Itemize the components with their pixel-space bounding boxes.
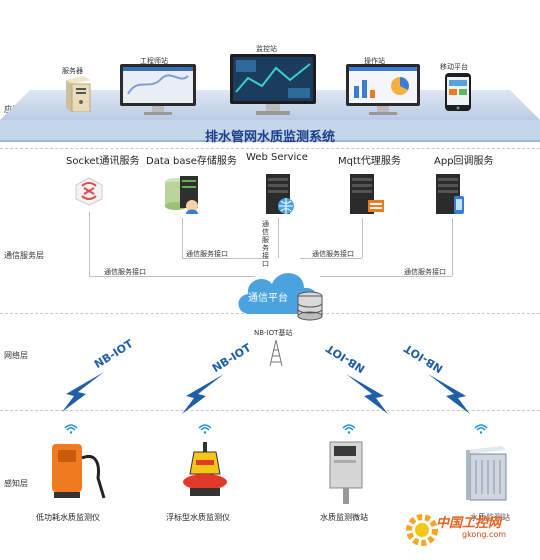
lightning-link-icon <box>62 372 104 412</box>
nb-link-label-3: NB-IOT <box>323 341 368 376</box>
layer-label-perception: 感知层 <box>4 479 28 488</box>
low-power-monitor-label: 低功耗水质监测仪 <box>36 513 100 522</box>
watermark-brand: 中国工控网 <box>436 516 502 531</box>
web-server-icon <box>266 174 294 214</box>
nb-link-label-4: NB-IOT <box>401 341 446 376</box>
cloud-icon <box>238 273 323 321</box>
mobile-phone-icon <box>445 73 471 111</box>
mobile-platform-label: 移动平台 <box>440 63 468 71</box>
interface-label-left-outer: 通信服务接口 <box>104 268 146 276</box>
wifi-icon <box>64 424 78 434</box>
communication-platform-label: 通信平台 <box>248 293 288 304</box>
service-web-label: Web Service <box>246 152 308 163</box>
buoy-monitor-icon <box>183 442 227 496</box>
operator-monitor-icon <box>346 64 420 115</box>
watermark-url: gkong.com <box>462 530 507 539</box>
interface-label-right-inner: 通信服务接口 <box>312 250 354 258</box>
socket-icon <box>75 177 103 206</box>
wifi-icon <box>198 424 212 434</box>
nb-link-label-1: NB-IOT <box>92 337 136 372</box>
nb-link-label-2: NB-IOT <box>210 341 254 376</box>
lightning-link-icon <box>428 374 470 414</box>
low-power-monitor-icon <box>52 444 106 499</box>
monitor-station-label: 监控站 <box>256 45 277 53</box>
database-server-icon <box>165 176 198 214</box>
lightning-link-icon <box>346 374 388 414</box>
connector-line <box>89 212 90 276</box>
base-station-label: NB-IOT基站 <box>254 329 293 337</box>
engineer-monitor-icon <box>120 64 196 115</box>
connector-line <box>278 218 279 258</box>
monitor-station-icon <box>230 54 316 115</box>
micro-station-cabinet-icon <box>329 441 363 504</box>
buoy-monitor-label: 浮标型水质监测仪 <box>166 513 230 522</box>
server-icon <box>66 76 91 112</box>
antenna-tower-icon <box>269 339 283 367</box>
service-socket-label: Socket通讯服务 <box>66 156 140 167</box>
connector-line <box>320 276 452 277</box>
layer-divider <box>0 148 540 149</box>
interface-label-left-inner: 通信服务接口 <box>186 250 228 258</box>
service-mqtt-label: Mqtt代理服务 <box>338 156 401 167</box>
connector-line <box>182 218 183 258</box>
connector-line <box>182 258 262 259</box>
micro-station-label: 水质监测微站 <box>320 513 368 522</box>
system-title: 排水管网水质监测系统 <box>204 130 335 145</box>
service-database-label: Data base存储服务 <box>146 156 237 167</box>
connector-line <box>300 258 362 259</box>
gear-logo-icon <box>406 514 438 546</box>
layer-divider <box>0 410 540 411</box>
service-app-label: App回调服务 <box>434 156 494 167</box>
mqtt-server-icon <box>350 174 384 214</box>
layer-label-network: 网络层 <box>4 351 28 360</box>
lightning-link-icon <box>182 374 224 414</box>
server-label: 服务器 <box>62 67 83 75</box>
monitoring-station-label: 水质监测站 <box>470 513 510 522</box>
wifi-icon <box>474 424 488 434</box>
engineer-station-label: 工程师站 <box>140 57 168 65</box>
interface-label-right-outer: 通信服务接口 <box>404 268 446 276</box>
layer-label-communication: 通信服务层 <box>4 251 44 260</box>
connector-line <box>89 276 255 277</box>
app-server-icon <box>436 174 464 214</box>
operator-station-label: 操作站 <box>364 57 385 65</box>
connector-line <box>362 218 363 258</box>
connector-line <box>452 218 453 276</box>
interface-label-center: 通信服务接口 <box>262 220 269 268</box>
monitoring-station-cabinet-icon <box>466 446 507 501</box>
wifi-icon <box>342 424 356 434</box>
